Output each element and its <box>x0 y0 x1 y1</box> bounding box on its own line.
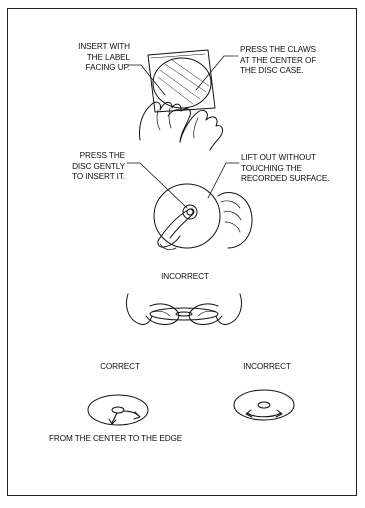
press-disc-text: PRESS THE DISC GENTLY TO INSERT IT. <box>45 151 125 183</box>
incorrect-top-label: INCORRECT <box>150 272 220 283</box>
press-claws-text: PRESS THE CLAWS AT THE CENTER OF THE DIS… <box>240 45 316 77</box>
correct-label: CORRECT <box>85 362 155 373</box>
disc-removal-illustration <box>127 163 252 250</box>
insert-label-text: INSERT WITH THE LABEL FACING UP. <box>55 42 130 74</box>
wipe-direction-caption: FROM THE CENTER TO THE EDGE <box>49 434 182 445</box>
incorrect-holding-illustration <box>127 294 242 325</box>
incorrect-bottom-label: INCORRECT <box>232 362 302 373</box>
lift-out-text: LIFT OUT WITHOUT TOUCHING THE RECORDED S… <box>241 153 329 185</box>
incorrect-wipe-illustration <box>234 390 294 420</box>
disc-case-illustration <box>128 50 238 150</box>
correct-wipe-illustration <box>88 395 148 425</box>
